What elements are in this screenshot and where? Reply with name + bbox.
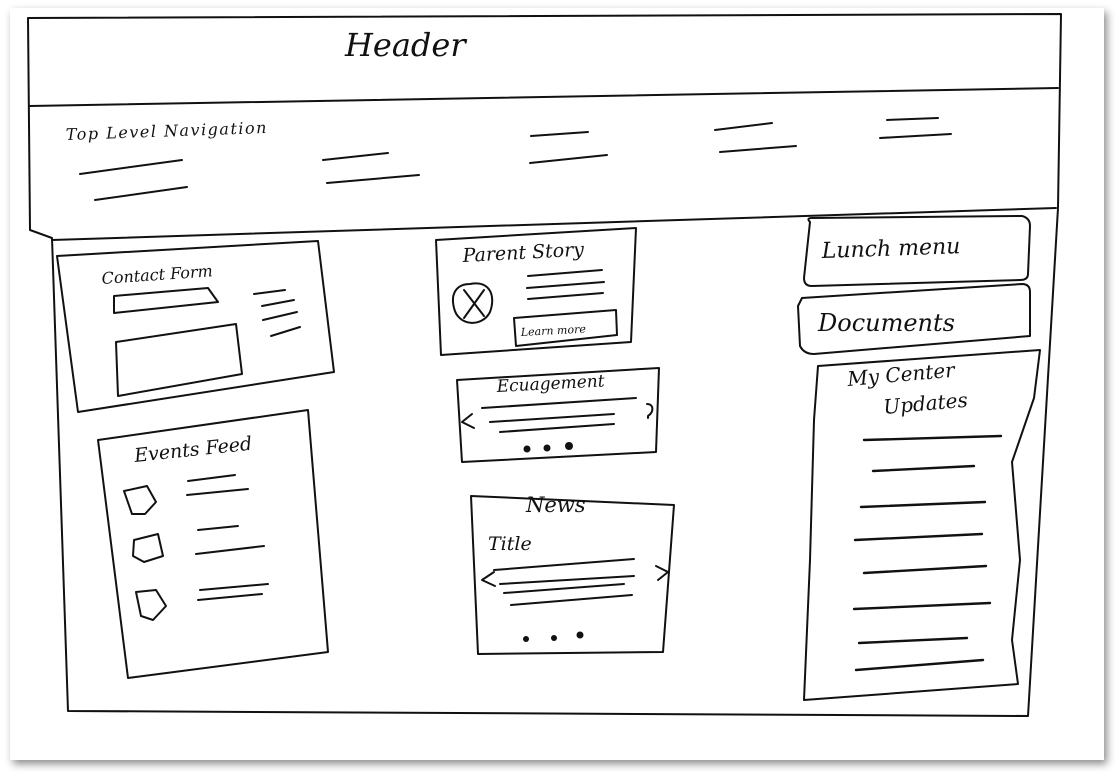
event-icon: [135, 589, 167, 621]
carousel-dots[interactable]: [523, 442, 574, 453]
center-updates-list: [852, 434, 1003, 672]
header-label: Header: [344, 26, 467, 64]
outer-frame: [27, 13, 1062, 717]
parent-story: Parent Story Learn more: [435, 227, 637, 356]
parent-photo-placeholder-icon: [452, 282, 494, 324]
news: News Title: [470, 493, 675, 655]
events-feed: Events Feed: [97, 409, 329, 679]
event-icon: [123, 485, 157, 515]
news-carousel-dots[interactable]: [523, 631, 584, 643]
documents-label: Documents: [817, 309, 955, 337]
header: Header: [29, 26, 1059, 107]
center-updates-title-line2: Updates: [882, 388, 968, 419]
news-item-title: Title: [488, 533, 532, 555]
top-level-navigation: Top Level Navigation: [51, 117, 1057, 241]
event-item[interactable]: [123, 474, 249, 515]
nav-label: Top Level Navigation: [65, 118, 268, 144]
news-prev-icon[interactable]: [481, 571, 496, 587]
news-next-icon[interactable]: [655, 565, 669, 581]
carousel-prev-icon[interactable]: [461, 413, 475, 429]
event-icon: [132, 533, 164, 563]
lunch-menu-button[interactable]: Lunch menu: [803, 215, 1031, 287]
contact-name-input[interactable]: [113, 287, 219, 314]
event-item[interactable]: [135, 583, 269, 621]
documents-button[interactable]: Documents: [797, 283, 1031, 355]
engagement-carousel: Ecuagement: [456, 367, 660, 463]
events-feed-title: Events Feed: [132, 433, 253, 467]
nav-item-2[interactable]: [322, 152, 420, 184]
engagement-title: Ecuagement: [495, 371, 605, 397]
news-title: News: [525, 493, 586, 517]
contact-form-text-lines: [253, 289, 301, 337]
contact-message-textarea[interactable]: [115, 323, 243, 397]
learn-more-button[interactable]: Learn more: [513, 309, 618, 347]
contact-form: Contact Form: [56, 240, 335, 413]
nav-item-3[interactable]: [529, 131, 608, 164]
event-item[interactable]: [132, 525, 265, 563]
learn-more-label: Learn more: [519, 323, 586, 339]
carousel-next-icon[interactable]: [646, 403, 654, 419]
lunch-menu-label: Lunch menu: [820, 234, 960, 264]
nav-item-5[interactable]: [879, 117, 952, 139]
nav-item-1[interactable]: [79, 159, 188, 201]
contact-form-title: Contact Form: [101, 261, 213, 288]
parent-story-title: Parent Story: [461, 239, 585, 267]
nav-item-4[interactable]: [714, 122, 797, 153]
my-center-updates: My Center Updates: [803, 349, 1041, 701]
